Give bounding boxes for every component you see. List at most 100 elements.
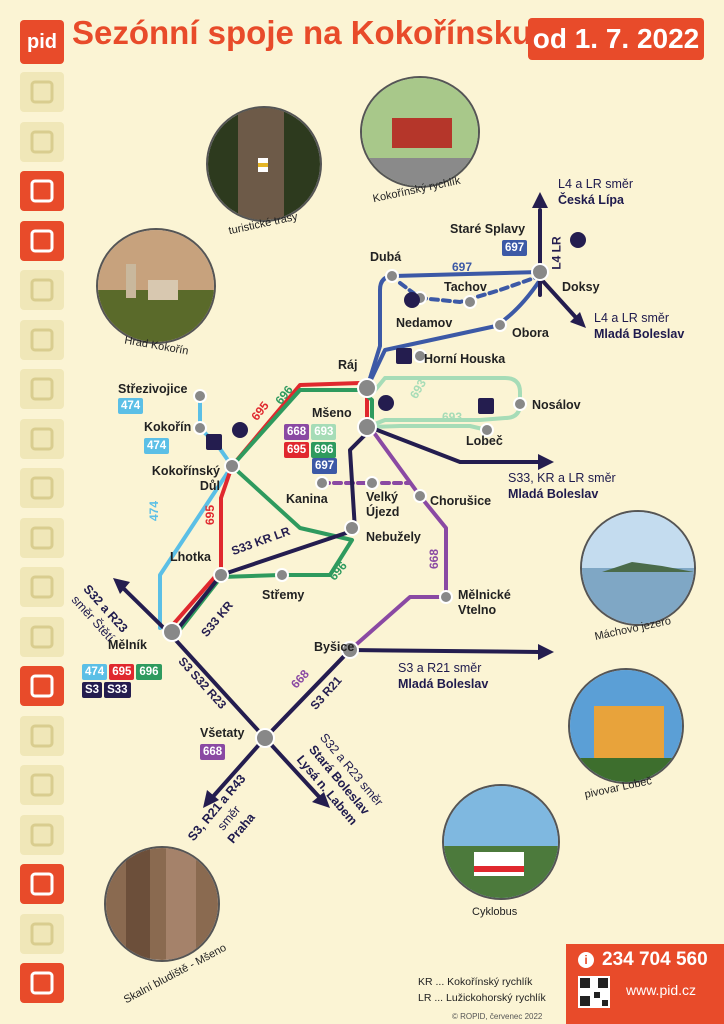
stop-nosalov [513,397,527,411]
qr-code-icon [578,976,610,1008]
brewery-icon [478,398,494,414]
stop-mseno [357,417,377,437]
line-693-lower [365,424,489,432]
stroller-icon [20,814,64,855]
line-badge: 696 [136,664,162,680]
copyright: © ROPID, červenec 2022 [452,1012,543,1021]
phone-number[interactable]: 234 704 560 [602,949,708,970]
funicular-icon [20,270,64,310]
label-474: 474 [147,500,162,522]
station-vsetaty: Všetaty [200,726,245,740]
stop-nebuzely [344,520,360,536]
bicycle-icon [20,864,64,904]
station-lhotka: Lhotka [170,550,211,564]
stop-duba [385,269,399,283]
ferry-icon [20,319,64,360]
escalator-icon [20,715,64,756]
stop-kokorin [193,421,207,435]
station-melnik: Mělník [108,638,147,652]
stop-melnik [162,622,182,642]
line-badge: 474 [82,664,108,680]
label-693-lower: 693 [442,410,463,424]
ticket-icon [20,517,64,558]
line-badge: S33 [104,682,131,698]
station-nebuzely: Nebužely [366,530,421,544]
badges-strezivojice: 474 [118,396,145,414]
family-icon [20,666,64,706]
station-stremy: Střemy [262,588,305,602]
station-stare-splavy: Staré Splavy [450,222,526,236]
station-kanina: Kanina [286,492,328,506]
airport-icon [20,765,64,805]
stop-raj [357,378,377,398]
label-697: 697 [452,260,473,274]
badges-kokorin: 474 [144,436,171,454]
label-695-lower: 695 [203,504,218,526]
line-badge: 695 [284,442,310,458]
contact-box: i 234 704 560 www.pid.cz [566,944,724,1024]
photo-pivovar-lobec [568,668,684,784]
stop-lhotka [213,567,229,583]
station-strezivojice: Střezivojice [118,382,188,396]
arrow-down-icon [20,72,64,112]
photo-skalni-bludiste [104,846,220,962]
website-link[interactable]: www.pid.cz [626,982,697,998]
label-668-upper: 668 [427,548,442,570]
stop-tachov [463,295,477,309]
badges-mseno-row3: 697 [312,456,339,474]
stop-bysice [341,641,359,659]
station-nosalov: Nosálov [532,398,581,412]
line-s3-r21 [208,648,542,802]
page-title: Sezónní spoje na Kokořínsku [72,14,533,51]
station-lobec: Lobeč [466,434,503,448]
arrow-mlada-boleslav-doksy [570,312,586,328]
line-badge: S3 [82,682,103,698]
station-tachov: Tachov [444,280,487,294]
stop-doksy [531,263,549,281]
station-mseno: Mšeno [312,406,352,420]
stop-lobec [480,423,494,437]
info-icon: i [578,952,594,968]
arrow-ceska-lipa [532,192,548,208]
metro-s-icon [20,220,64,261]
line-badge: 668 [200,744,226,760]
on-request-stop-icon [20,418,64,459]
legend-kr: KR ... Kokořínský rychlík [418,976,533,988]
stop-strezivojice [193,389,207,403]
arrow-stara-boleslav [312,792,330,808]
castle-houska-icon [396,348,412,364]
station-bysice: Byšice [314,640,355,654]
badges-vsetaty: 668 [200,742,227,760]
line-badge: 693 [311,424,337,440]
swimming-doksy-icon [570,232,586,248]
swimming-icon [232,422,248,438]
stop-kanina [315,476,329,490]
label-l4-lr: L4 LR [549,236,564,270]
arrow-mlada-boleslav-s33 [538,454,554,470]
photo-turisticke-trasy [206,106,322,222]
swimming-nedamov-icon [404,292,420,308]
stop-kokorinsky-dul [224,458,240,474]
pid-logo: pid [20,20,64,64]
station-chorusice: Chorušice [430,494,492,508]
wheelchair-icon [20,616,64,657]
photo-kokorinsky-rychlik [360,76,480,188]
stop-obora [493,318,507,332]
stop-horni-houska [413,349,427,363]
charging-icon [20,468,64,508]
arrow-mlada-boleslav-s3 [538,644,554,660]
stop-vsetaty [255,728,275,748]
line-mlada-boleslav-doksy [538,276,582,324]
line-badge: 474 [118,398,144,414]
photo-machovo-jezero [580,510,696,626]
stop-chorusice [413,489,427,503]
rock-icon [378,395,394,411]
